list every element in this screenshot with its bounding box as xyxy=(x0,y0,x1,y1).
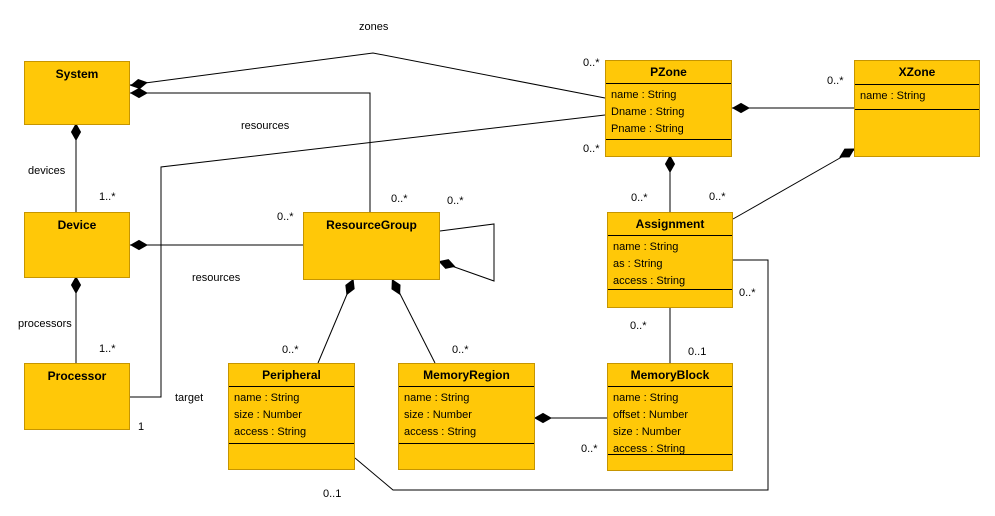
multiplicity-label: 1..* xyxy=(99,343,116,355)
multiplicity-label: 0..* xyxy=(631,192,648,204)
class-attribute: offset : Number xyxy=(613,409,688,421)
class-name: PZone xyxy=(650,65,687,79)
class-name: Peripheral xyxy=(262,368,321,382)
multiplicity-label: 0..* xyxy=(709,191,726,203)
attributes-compartment: name : String size : Number access : Strin… xyxy=(229,386,354,444)
edge-pzone-target-processor[interactable] xyxy=(130,114,606,398)
operations-compartment xyxy=(399,444,534,469)
composition-diamond-icon xyxy=(70,275,82,295)
class-attribute: name : String xyxy=(234,392,300,404)
multiplicity-label: 0..* xyxy=(827,75,844,87)
role-label: resources xyxy=(241,120,290,132)
class-name: MemoryRegion xyxy=(423,368,510,382)
multiplicity-label: 0..* xyxy=(277,211,294,223)
operations-compartment xyxy=(608,455,732,470)
class-attribute: access : String xyxy=(234,426,307,438)
multiplicity-label: 0..* xyxy=(630,320,647,332)
class-memory-block[interactable]: MemoryBlock name : String offset : Number s… xyxy=(607,363,733,471)
class-attribute: name : String xyxy=(613,241,679,253)
multiplicity-label: 0..* xyxy=(583,57,600,69)
operations-compartment xyxy=(606,140,731,156)
edge-assignment-peripheral[interactable] xyxy=(354,259,769,491)
attributes-compartment: name : String offset : Number size : Numbe… xyxy=(608,386,732,455)
class-system[interactable]: System xyxy=(24,61,130,125)
class-name: Processor xyxy=(47,369,107,383)
class-name: Device xyxy=(57,218,97,232)
multiplicity-label: 1..* xyxy=(99,191,116,203)
class-attribute: access : String xyxy=(613,275,686,287)
class-attribute: access : String xyxy=(404,426,477,438)
operations-compartment xyxy=(229,444,354,469)
class-attribute: name : String xyxy=(613,392,679,404)
multiplicity-label: 0..* xyxy=(452,344,469,356)
class-attribute: as : String xyxy=(613,258,663,270)
composition-diamond-icon xyxy=(839,148,855,158)
attributes-compartment: name : String size : Number access : Strin… xyxy=(399,386,534,444)
composition-diamond-icon xyxy=(533,412,553,424)
multiplicity-label: 0..* xyxy=(739,287,756,299)
composition-diamond-icon xyxy=(731,102,751,114)
composition-diamond-icon xyxy=(70,122,82,142)
multiplicity-label: 1 xyxy=(138,421,144,433)
class-resource-group[interactable]: ResourceGroup xyxy=(303,212,440,280)
role-label: processors xyxy=(18,318,72,330)
class-name: XZone xyxy=(898,65,936,79)
class-device[interactable]: Device xyxy=(24,212,130,278)
multiplicity-label: 0..* xyxy=(583,143,600,155)
class-attribute: Dname : String xyxy=(611,106,685,118)
multiplicity-label: 0..* xyxy=(447,195,464,207)
class-attribute: name : String xyxy=(404,392,470,404)
edge-system-zones-pzone[interactable] xyxy=(129,52,606,99)
role-label: target xyxy=(175,392,203,404)
multiplicity-label: 0..1 xyxy=(323,488,341,500)
role-label: zones xyxy=(359,21,389,33)
composition-diamond-icon xyxy=(130,79,148,89)
composition-diamond-icon xyxy=(345,278,355,296)
attributes-compartment: name : String as : String access : String xyxy=(608,235,732,290)
edge-xzone-assignment[interactable] xyxy=(732,149,855,220)
edge-resourcegroup-self[interactable] xyxy=(439,223,495,282)
composition-diamond-icon xyxy=(129,87,149,99)
role-label: resources xyxy=(192,272,241,284)
attributes-compartment: name : String xyxy=(855,84,979,110)
class-attribute: access : String xyxy=(613,443,686,455)
class-processor[interactable]: Processor xyxy=(24,363,130,430)
class-name: System xyxy=(55,67,99,81)
edge-system-resources-resourcegroup[interactable] xyxy=(130,92,371,212)
class-name: Assignment xyxy=(635,217,705,231)
multiplicity-label: 0..* xyxy=(391,193,408,205)
operations-compartment xyxy=(608,290,732,307)
operations-compartment xyxy=(855,110,979,156)
multiplicity-label: 0..* xyxy=(282,344,299,356)
role-label: devices xyxy=(28,165,66,177)
class-peripheral[interactable]: Peripheral name : String size : Number acce… xyxy=(228,363,355,470)
multiplicity-label: 0..1 xyxy=(688,346,706,358)
composition-diamond-icon xyxy=(664,154,676,174)
class-attribute: size : Number xyxy=(234,409,302,421)
class-xzone[interactable]: XZone name : String xyxy=(854,60,980,157)
class-name: MemoryBlock xyxy=(630,368,710,382)
class-attribute: size : Number xyxy=(404,409,472,421)
class-attribute: name : String xyxy=(860,90,926,102)
class-memory-region[interactable]: MemoryRegion name : String size : Number ac… xyxy=(398,363,535,470)
multiplicity-label: 0..* xyxy=(581,443,598,455)
composition-diamond-icon xyxy=(391,278,401,296)
class-attribute: Pname : String xyxy=(611,123,684,135)
composition-diamond-icon xyxy=(129,239,149,251)
class-attribute: size : Number xyxy=(613,426,681,438)
class-assignment[interactable]: Assignment name : String as : String access… xyxy=(607,212,733,308)
class-attribute: name : String xyxy=(611,89,677,101)
class-name: ResourceGroup xyxy=(326,218,417,232)
composition-diamond-icon xyxy=(438,259,456,269)
